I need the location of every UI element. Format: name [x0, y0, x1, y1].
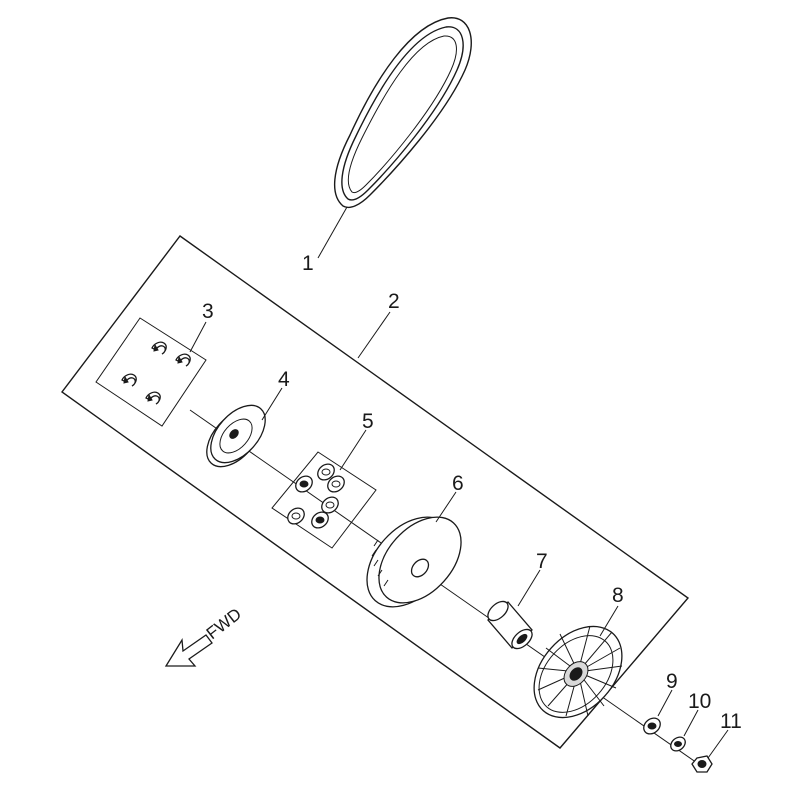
leader-line-6: [435, 491, 457, 523]
roller-icon: [295, 475, 313, 493]
callout-3: 3: [202, 300, 214, 323]
leader-line-8: [599, 605, 619, 637]
leader-line-2: [357, 311, 391, 359]
callout-1: 1: [302, 252, 314, 275]
callout-7: 7: [536, 550, 548, 573]
fan-blades: [537, 625, 623, 717]
roller-icon: [317, 463, 335, 481]
clip-icon: [145, 391, 161, 405]
leader-line-11: [707, 729, 729, 759]
roller-icon: [311, 511, 329, 529]
clip-icon: [121, 373, 137, 387]
leader-line-5: [339, 429, 367, 471]
callout-9: 9: [666, 670, 678, 693]
leader-line-1: [317, 206, 348, 259]
callout-5: 5: [362, 410, 374, 433]
washer: [643, 717, 661, 735]
clip-icon: [151, 341, 167, 355]
ramp-plate: [206, 404, 266, 468]
callout-11: 11: [720, 710, 742, 733]
callout-4: 4: [278, 368, 290, 391]
drive-belt-icon: [333, 17, 472, 209]
kit-outline-box: [61, 235, 690, 749]
forward-arrow-icon: [164, 634, 213, 667]
centre-axis: [189, 409, 701, 766]
nut: [691, 755, 713, 773]
roller-icon: [321, 496, 339, 514]
leader-line-7: [517, 569, 541, 607]
leader-line-3: [189, 321, 207, 353]
sleeve: [487, 600, 533, 650]
callout-10: 10: [688, 690, 711, 713]
fixed-drive-face: [533, 625, 623, 719]
roller-icon: [327, 475, 345, 493]
fwd-label: FWD: [203, 604, 245, 643]
callout-6: 6: [452, 472, 464, 495]
clips-group: [95, 317, 207, 427]
callout-2: 2: [388, 290, 400, 313]
roller-icon: [287, 507, 305, 525]
leader-line-9: [657, 689, 673, 717]
callout-8: 8: [612, 584, 624, 607]
leader-line-10: [683, 709, 699, 737]
leader-line-4: [261, 387, 283, 421]
washer-2: [670, 736, 686, 752]
clip-icon: [175, 353, 191, 367]
movable-drive-face: [366, 516, 462, 608]
rollers-group: [271, 451, 377, 549]
